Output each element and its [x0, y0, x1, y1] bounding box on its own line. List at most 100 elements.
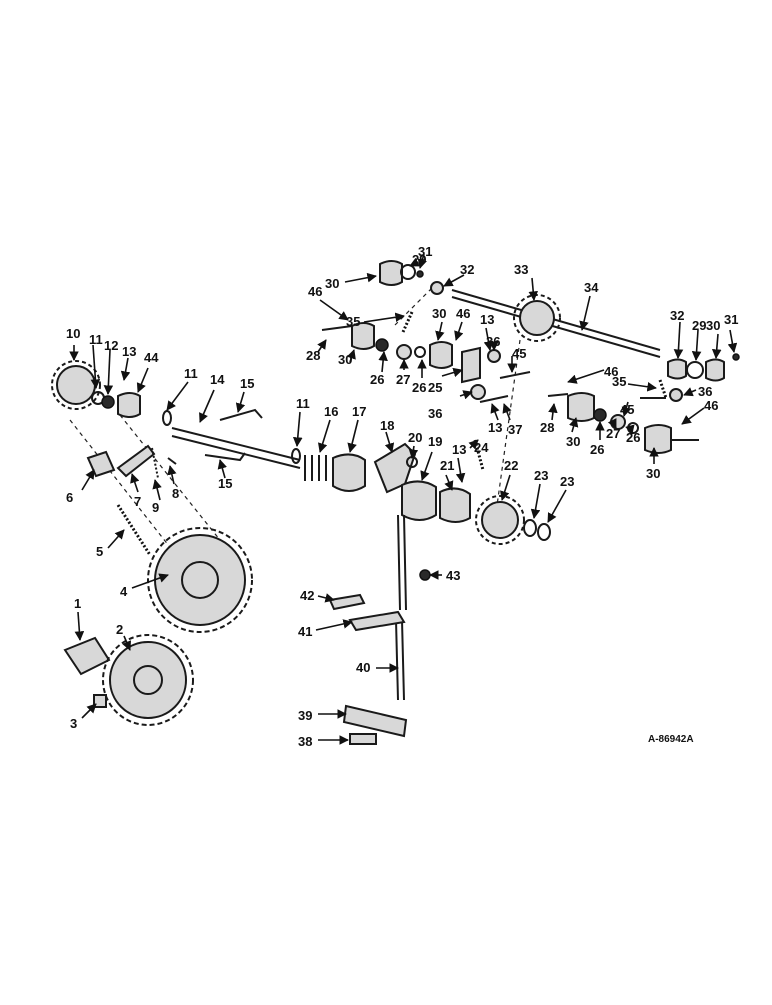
leader-11-left — [90, 344, 101, 389]
callout-15-bottom: 15 — [218, 476, 232, 491]
leader-30-mid — [435, 321, 445, 341]
leader-2 — [122, 635, 132, 651]
chain-path-right — [119, 414, 221, 541]
bracket-25 — [461, 346, 481, 384]
sprocket-10 — [56, 365, 96, 405]
callout-4: 4 — [120, 584, 128, 599]
rod-upper — [397, 514, 407, 611]
leader-42 — [317, 593, 335, 603]
plate-1 — [63, 636, 111, 676]
callout-11-shaft: 11 — [184, 366, 198, 381]
cam-18 — [373, 442, 417, 494]
callout-13-upper: 13 — [480, 312, 494, 327]
callout-8: 8 — [172, 486, 179, 501]
callout-30-mid: 30 — [432, 306, 446, 321]
washer-11-right — [291, 448, 301, 464]
callout-1: 1 — [74, 596, 81, 611]
callout-3: 3 — [70, 716, 77, 731]
sprocket-2-teeth — [102, 634, 194, 726]
leader-23-right — [547, 489, 567, 523]
callout-17: 17 — [352, 404, 366, 419]
leader-32-top — [443, 274, 465, 287]
nut-43 — [419, 569, 431, 581]
collar-32-right — [667, 358, 687, 380]
callout-46-far-right: 46 — [704, 398, 718, 413]
plate-38 — [349, 733, 377, 745]
arm-7 — [116, 444, 156, 478]
leader-22 — [500, 474, 511, 501]
callout-15-top: 15 — [240, 376, 254, 391]
leader-25 — [441, 367, 463, 378]
rod-40 — [395, 619, 405, 701]
callout-33: 33 — [514, 262, 528, 277]
sprocket-36-right — [669, 388, 683, 402]
callout-42: 42 — [300, 588, 314, 603]
washer-26-mid — [414, 346, 426, 358]
sprocket-32-top — [430, 281, 444, 295]
bracket-41 — [348, 610, 406, 632]
washer-11-left — [162, 410, 172, 426]
sprocket-2-hub — [133, 665, 163, 695]
callout-46-right: 46 — [604, 364, 618, 379]
leader-12 — [103, 349, 114, 395]
collar-30-far-right — [644, 424, 672, 454]
callout-36-upper: 36 — [486, 334, 500, 349]
callout-18: 18 — [380, 418, 394, 433]
leader-35-left — [363, 312, 405, 323]
callout-31-top: 31 — [418, 244, 432, 259]
leader-23-left — [530, 483, 541, 519]
clutch-17 — [332, 453, 366, 492]
callout-26-mid: 26 — [412, 380, 426, 395]
shaft-34 — [451, 289, 661, 358]
bushing-3 — [93, 694, 107, 708]
leader-36-lower — [459, 390, 473, 400]
clutch-19 — [401, 480, 437, 521]
callout-23-right: 23 — [560, 474, 574, 489]
sprocket-2 — [109, 641, 187, 719]
leader-26-left — [378, 351, 388, 373]
callout-7: 7 — [134, 494, 141, 509]
collar-30-left — [351, 322, 375, 350]
callout-36-lower: 36 — [428, 406, 442, 421]
spring-9 — [151, 447, 159, 479]
leader-6 — [81, 469, 95, 491]
callout-5: 5 — [96, 544, 103, 559]
leader-11-right — [292, 411, 303, 447]
sprocket-36-upper — [487, 349, 501, 363]
callout-46-left: 46 — [308, 284, 322, 299]
leader-19 — [420, 451, 433, 481]
leader-11-shaft — [166, 381, 189, 411]
leader-33 — [528, 277, 538, 301]
leader-13-mid — [455, 457, 466, 483]
leader-15-top — [235, 391, 246, 413]
callout-28-right: 28 — [540, 420, 554, 435]
callout-11-left: 11 — [89, 332, 103, 347]
callout-31-right: 31 — [724, 312, 738, 327]
callout-11-right: 11 — [296, 396, 310, 411]
leader-46-left — [319, 299, 349, 321]
clutch-21 — [439, 487, 471, 523]
leader-34 — [579, 295, 591, 331]
washer-23-left — [523, 519, 537, 537]
nut-12 — [101, 395, 115, 409]
callout-30-right-lower: 30 — [566, 434, 580, 449]
callout-38: 38 — [298, 734, 312, 749]
chain-35-left — [401, 311, 414, 333]
callout-9: 9 — [152, 500, 159, 515]
callout-30-far-right: 30 — [646, 466, 660, 481]
leader-5 — [107, 529, 125, 549]
callout-19: 19 — [428, 434, 442, 449]
leader-46-right — [567, 369, 605, 384]
collar-30-mid — [429, 341, 453, 369]
callout-34: 34 — [584, 280, 599, 295]
leader-14 — [199, 389, 215, 423]
leader-7 — [130, 473, 140, 493]
rod-15-upper — [219, 408, 263, 421]
callout-12: 12 — [104, 338, 118, 353]
callout-14: 14 — [210, 372, 225, 387]
sprocket-33 — [519, 300, 555, 336]
callout-46-mid: 46 — [456, 306, 470, 321]
callout-37: 37 — [508, 422, 522, 437]
callout-24: 24 — [474, 440, 489, 455]
